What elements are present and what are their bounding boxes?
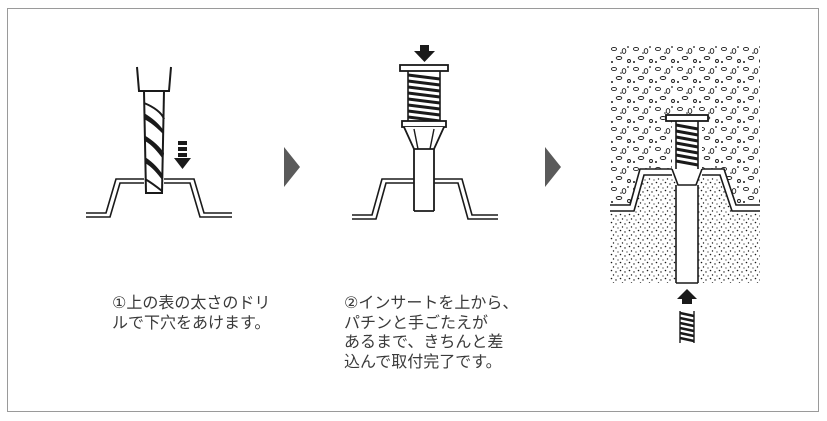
step-1-caption: ①上の表の太さのドリ ルで下穴をあけます。: [112, 293, 271, 332]
up-arrow-icon: [677, 289, 697, 304]
diagram-frame: ①上の表の太さのドリ ルで下穴をあけます。 ②インサートを上から、 パチンと手ご…: [7, 8, 819, 412]
push-down-arrow-icon: [414, 45, 435, 62]
step-1-drill-illustration: [86, 66, 232, 218]
bolt-spring-icon: [679, 311, 695, 343]
step-arrow-icon: [284, 147, 300, 187]
step-arrow-icon: [545, 147, 561, 187]
down-arrow-icon: [174, 141, 191, 169]
step-3-concrete-section-illustration: [610, 45, 760, 343]
step-2-insert-illustration: [352, 45, 498, 220]
step-2-caption: ②インサートを上から、 パチンと手ごたえが あるまで、きちんと差 込んで取付完了…: [344, 293, 519, 371]
